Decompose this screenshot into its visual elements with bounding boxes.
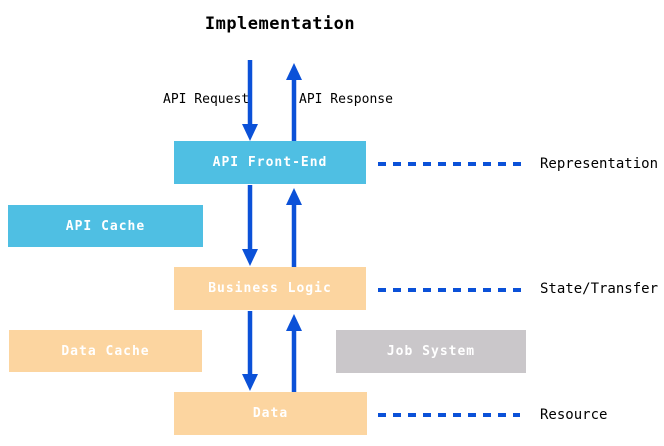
state-transfer-label: State/Transfer	[540, 281, 659, 297]
data-box: Data	[174, 392, 367, 435]
job-system-box: Job System	[336, 330, 526, 373]
representation-label: Representation	[540, 156, 659, 172]
logic-to-frontend-up-arrow-icon	[286, 188, 302, 267]
frontend-to-logic-down-arrow-icon	[242, 185, 258, 266]
data-cache-box: Data Cache	[9, 330, 202, 372]
business-logic-box: Business Logic	[174, 267, 366, 310]
api-cache-box: API Cache	[8, 205, 203, 247]
api-front-end-box: API Front-End	[174, 141, 366, 184]
api-response-label: API Response	[299, 92, 393, 107]
diagram-title: Implementation	[204, 14, 356, 34]
resource-label: Resource	[540, 407, 608, 423]
data-to-logic-up-arrow-icon	[286, 314, 302, 394]
api-request-label: API Request	[163, 92, 250, 107]
logic-to-data-down-arrow-icon	[242, 311, 258, 391]
